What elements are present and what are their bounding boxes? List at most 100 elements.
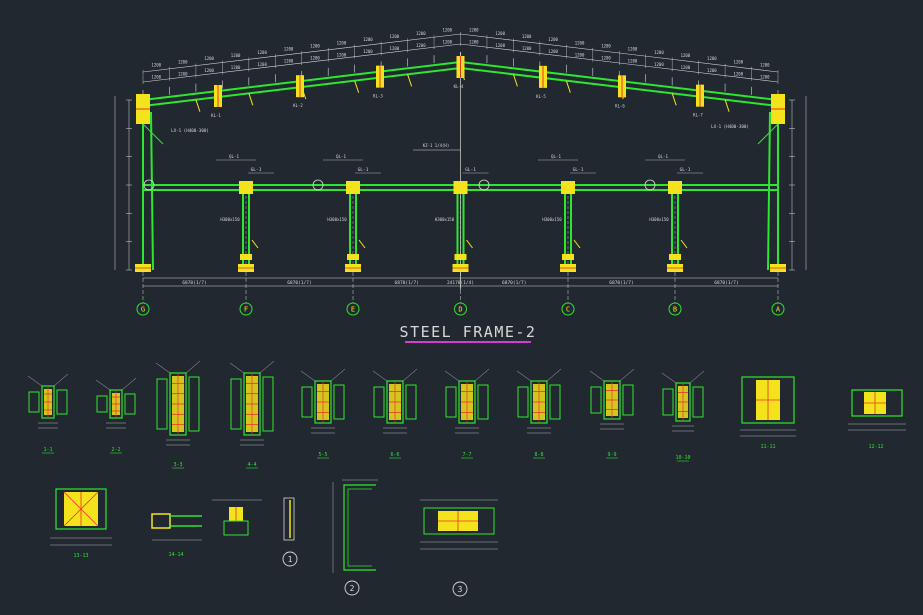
side-member: [156, 378, 168, 430]
side-member: [477, 384, 489, 420]
rafter-dimension: 1200: [442, 28, 452, 33]
leader-line: [661, 372, 677, 384]
section-detail: [27, 373, 69, 429]
rafter-dimension: 1200: [257, 62, 267, 67]
grid-axis-label: F: [244, 306, 248, 314]
section-label: 4-4: [247, 462, 256, 468]
rafter-dimension: 1200: [681, 53, 691, 58]
rafter-dimension: 1200: [575, 52, 585, 57]
member-outline: [223, 520, 249, 536]
rafter-dimension: 1200: [733, 71, 743, 76]
column-brace: [573, 239, 581, 249]
side-member: [230, 378, 242, 430]
grid-axis-label: C: [566, 306, 570, 314]
side-member: [333, 384, 345, 420]
bay-dimension-label: 6870(1/7): [609, 280, 633, 286]
splice-tag: KL-2: [293, 103, 303, 108]
leader-line: [259, 360, 275, 374]
grid-bubble: [136, 302, 150, 316]
rafter-dimension: 1200: [231, 65, 241, 70]
leader-line: [95, 379, 111, 391]
grid-bubble: [454, 302, 467, 316]
base-stiffener: [562, 254, 574, 260]
grid-bubble: [239, 302, 253, 316]
grid-axis-label: B: [673, 306, 677, 314]
side-member: [692, 386, 704, 418]
grid-axis-label: G: [141, 306, 145, 314]
cleat-outline: [283, 497, 295, 541]
rafter-dimension: 1200: [257, 50, 267, 55]
side-member: [262, 376, 274, 432]
leader-line: [619, 368, 635, 382]
splice-tag: KL-6: [615, 103, 625, 108]
grid-bubble: [561, 302, 575, 316]
rafter-dimension: 1200: [390, 46, 400, 51]
bay-dimension-label: 6870(1/7): [395, 280, 419, 286]
splice-tag: KL-3: [373, 94, 383, 99]
column-brace: [466, 239, 473, 249]
center-note: KZ-1 1/4(H): [423, 143, 450, 148]
side-member: [96, 395, 108, 413]
side-member: [28, 391, 40, 413]
fly-brace: [354, 80, 360, 93]
rafter-dimension: 1200: [284, 47, 294, 52]
fly-brace: [565, 80, 571, 93]
section-detail: [95, 377, 137, 429]
knee-brace: [142, 123, 164, 145]
rafter-note: LX-1 (H400-300): [711, 124, 749, 129]
section-label: 14-14: [168, 552, 183, 558]
section-label: 13-13: [73, 553, 88, 559]
detail-number: 1: [288, 555, 293, 564]
section-detail-13: [50, 488, 112, 546]
rafter-dimension: 1200: [628, 47, 638, 52]
section-detail: [155, 360, 201, 446]
leader-line: [689, 370, 705, 384]
bay-dimension-label: 6870(1/7): [714, 280, 738, 286]
section-callout-circle: [644, 179, 656, 191]
side-member: [445, 386, 457, 418]
drawing-title: STEEL FRAME-2: [400, 323, 537, 341]
c-section-purlin: [343, 484, 376, 571]
detail-1: 1: [282, 497, 298, 567]
beam-leader-label: QL-1: [336, 154, 347, 159]
fly-brace: [724, 99, 730, 112]
column-section-tag: H300x150: [542, 217, 562, 222]
section-detail: [300, 368, 346, 434]
section-detail: [229, 360, 275, 446]
seat-plate: [151, 513, 171, 529]
detail-outline: [741, 376, 795, 424]
leader-line: [330, 368, 346, 382]
section-label: 9-9: [607, 452, 616, 458]
rafter-dimension: 1200: [337, 40, 347, 45]
bay-dimension-label: 6870(1/7): [502, 280, 526, 286]
section-detail: [516, 368, 562, 434]
detail-number-circle: [452, 581, 468, 597]
rafter-dimension: 1200: [469, 40, 479, 45]
bay-dimension-label: 6870(1/7): [287, 280, 311, 286]
fly-brace: [248, 93, 254, 106]
section-detail-14: [151, 513, 202, 541]
beam-column-plate: [346, 181, 360, 194]
leader-line: [53, 373, 69, 387]
splice-outline: [423, 507, 495, 535]
section-label: 12-12: [868, 444, 883, 450]
base-plate-outline: [55, 488, 107, 530]
rafter-dimension: 1200: [442, 40, 452, 45]
detail-number-circle: [282, 551, 298, 567]
steel-frame-elevation: 1200 1200 1200 1200 1200 1200 1200 1200 1200 1200…: [114, 28, 807, 316]
column-brace: [358, 239, 366, 249]
side-member: [188, 376, 200, 432]
section-callout-circle: [312, 179, 324, 191]
detail-number: 2: [350, 584, 355, 593]
rafter-dimension: 1200: [495, 43, 505, 48]
rafter-dimension: 1200: [337, 52, 347, 57]
rafter-dimension: 1200: [178, 71, 188, 76]
leader-line: [185, 360, 201, 374]
small-connection-detail: [212, 499, 262, 536]
rafter-dimension: 1200: [284, 59, 294, 64]
beam-tag: GL-1: [251, 167, 262, 173]
leader-line: [444, 370, 460, 382]
rafter-dimension: 1200: [628, 59, 638, 64]
side-member: [56, 389, 68, 415]
